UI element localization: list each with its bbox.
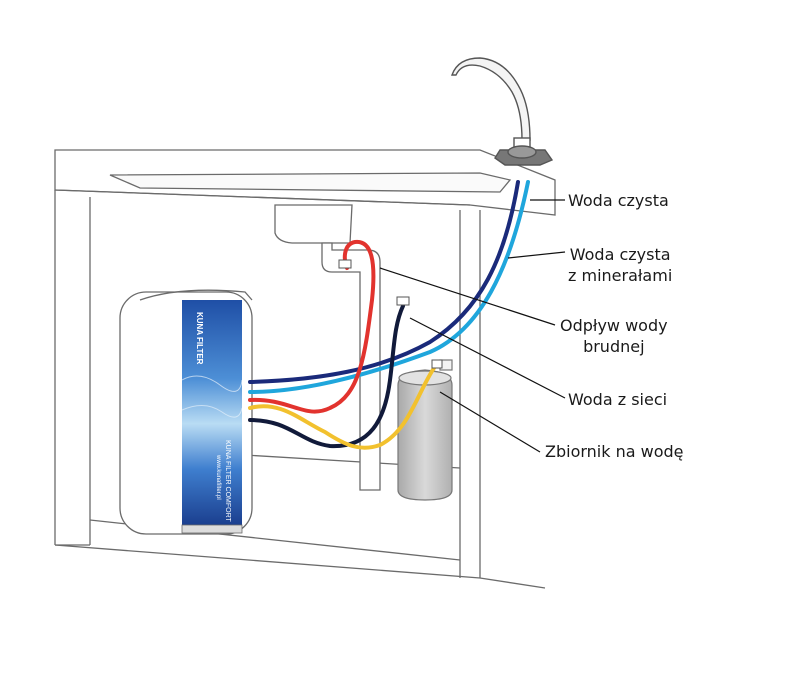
sink-bowl bbox=[274, 204, 353, 244]
mains-water-pipe bbox=[248, 304, 405, 449]
filter-website: www.kunafilter.pl bbox=[215, 454, 221, 500]
label-drain: Odpływ wody brudnej bbox=[560, 315, 668, 357]
leader-lines bbox=[379, 199, 566, 453]
label-tank-text: Zbiornik na wodę bbox=[545, 442, 684, 461]
filter-logo: KUNA FILTER bbox=[195, 312, 204, 365]
label-mineral-water-line2: z minerałami bbox=[568, 266, 673, 285]
label-drain-line1: Odpływ wody bbox=[560, 316, 668, 335]
label-mains-water: Woda z sieci bbox=[568, 389, 667, 410]
label-tank: Zbiornik na wodę bbox=[545, 441, 684, 462]
label-mains-water-text: Woda z sieci bbox=[568, 390, 668, 409]
clean-water-pipe bbox=[248, 180, 520, 384]
label-drain-line2: brudnej bbox=[583, 337, 645, 356]
filter-panel bbox=[182, 300, 242, 525]
label-mineral-water: Woda czysta z minerałami bbox=[568, 244, 672, 286]
faucet bbox=[451, 57, 554, 166]
filter-unit: KUNA FILTER KUNA FILTER COMFORT www.kuna… bbox=[119, 289, 253, 535]
label-clean-water-text: Woda czysta bbox=[568, 191, 669, 210]
valves bbox=[338, 259, 443, 369]
mineral-water-pipe bbox=[248, 180, 530, 394]
tank-pipe bbox=[248, 363, 438, 450]
label-mineral-water-line1: Woda czysta bbox=[569, 245, 671, 264]
label-clean-water: Woda czysta bbox=[568, 190, 669, 211]
drain-red-pipe bbox=[248, 239, 376, 414]
filter-product-name: KUNA FILTER COMFORT bbox=[224, 440, 231, 523]
